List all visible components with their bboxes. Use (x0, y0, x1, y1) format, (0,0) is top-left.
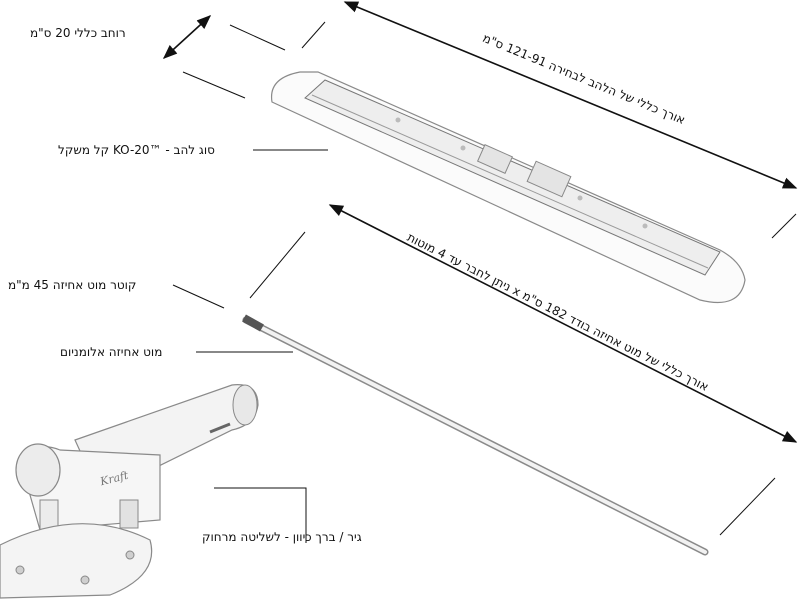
width-arrow (162, 15, 212, 59)
handle-length-dimension (249, 204, 798, 536)
blade-channel (304, 79, 721, 276)
gear-screw (80, 575, 90, 585)
aluminum-handle-label: מוט אחיזה אלומניום (60, 345, 163, 359)
handle-pole-illustration (242, 314, 709, 556)
width-ext-line-bottom (182, 71, 246, 99)
blade-ext-line-bottom (771, 213, 797, 239)
width-dimension (162, 15, 326, 99)
blade-rivet (460, 145, 466, 151)
handle-diameter-label: קוטר מוט אחיזה 45 מ"מ (8, 278, 137, 292)
handle-ext-line-bottom (719, 477, 776, 536)
gear-screw (15, 565, 25, 575)
blade-illustration (270, 71, 746, 304)
gear-post-right (119, 499, 139, 529)
handle-length-arrow (328, 204, 798, 443)
blade-rivet (395, 117, 401, 123)
blade-ext-line-top (301, 21, 326, 49)
width-label: רוחב כללי 20 ס"מ (30, 26, 126, 40)
handle-pole-inner (244, 318, 707, 554)
gear-socket (15, 443, 61, 497)
blade-length-arrow (343, 1, 798, 189)
gear-illustration (0, 384, 259, 599)
blade-bracket-left (476, 144, 514, 174)
gear-arm-end (232, 384, 258, 426)
diameter-leader (172, 284, 225, 309)
gear-leader (214, 487, 307, 543)
width-ext-line-top (229, 24, 286, 51)
gear-screw (125, 550, 135, 560)
blade-rivet (642, 223, 648, 229)
gear-knob (209, 422, 231, 434)
blade-rivet (577, 195, 583, 201)
blade-type-label: סוג להב - ™KO-20 קל משקל (58, 143, 215, 157)
handle-ext-line-top (249, 231, 306, 299)
blade-channel-line (311, 94, 709, 269)
handle-pole-tip (242, 314, 264, 332)
blade-bracket-right (526, 160, 572, 198)
gear-label: גיר / ברך כיוון - לשליטה מרחוק (202, 530, 362, 544)
gear-base-plate (0, 523, 153, 599)
